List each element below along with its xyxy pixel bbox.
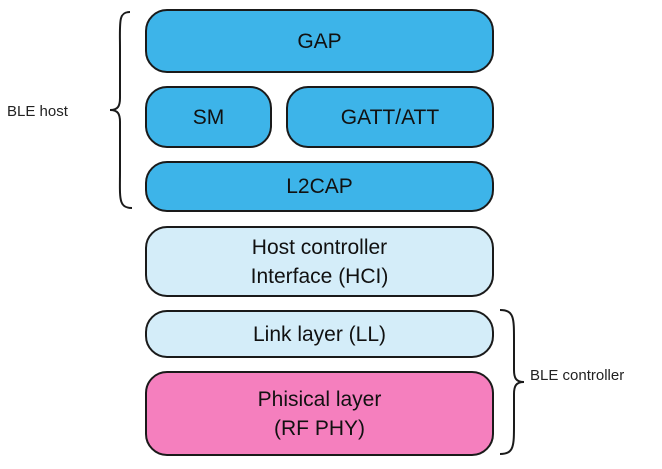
physical-layer-label: Phisical layer (RF PHY) (257, 387, 382, 440)
l2cap-block: L2CAP (145, 161, 494, 212)
gatt-att-label: GATT/ATT (340, 105, 440, 129)
sm-block: SM (145, 86, 272, 148)
hci-block: Host controller Interface (HCI) (145, 226, 494, 297)
host-brace (109, 11, 133, 209)
sm-label: SM (192, 105, 225, 129)
ble-controller-label: BLE controller (530, 367, 625, 384)
controller-brace (499, 309, 525, 455)
gap-block: GAP (145, 9, 494, 73)
link-layer-block: Link layer (LL) (145, 310, 494, 358)
ble-host-label: BLE host (7, 103, 68, 120)
l2cap-label: L2CAP (286, 175, 353, 198)
physical-layer-block: Phisical layer (RF PHY) (145, 371, 494, 456)
hci-label: Host controller Interface (HCI) (250, 235, 389, 288)
link-layer-label: Link layer (LL) (252, 322, 387, 346)
gatt-att-block: GATT/ATT (286, 86, 494, 148)
gap-label: GAP (297, 29, 342, 53)
